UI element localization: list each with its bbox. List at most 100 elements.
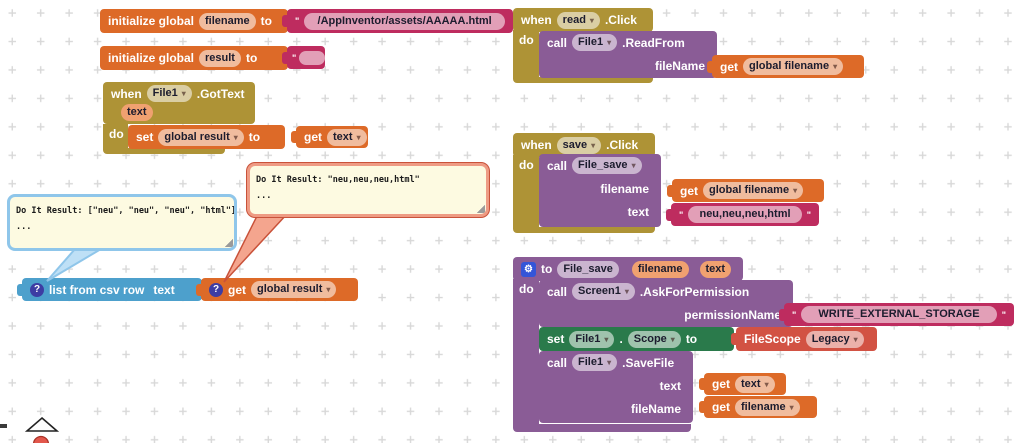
do-spine: do xyxy=(513,279,539,425)
component-dropdown[interactable]: read▾ xyxy=(556,11,600,29)
variable-dropdown[interactable]: filename▾ xyxy=(735,398,800,416)
comment-question-icon[interactable]: ? xyxy=(209,282,223,297)
component-dropdown[interactable]: File1▾ xyxy=(572,34,618,51)
do-spine: do xyxy=(513,155,539,228)
arg-label-text: text xyxy=(627,204,649,219)
do-spine: do xyxy=(513,30,539,77)
block-event-file1-gottext[interactable]: when File1▾ .GotText text xyxy=(103,82,255,124)
variable-dropdown[interactable]: text▾ xyxy=(735,375,775,393)
to-keyword: to xyxy=(685,332,698,346)
block-init-global-result[interactable]: initialize global result to xyxy=(100,46,288,70)
csv-arg-label: text xyxy=(153,282,175,297)
block-get-text[interactable]: get text▾ xyxy=(296,126,368,148)
call-keyword: call xyxy=(547,35,568,50)
block-string-neu[interactable]: " neu,neu,neu,html " xyxy=(671,203,819,226)
dropdown-arrow-icon: ▾ xyxy=(631,161,636,170)
variable-name-chip[interactable]: filename xyxy=(199,12,256,30)
block-procedure-file-save[interactable]: ⚙ to File_save filename text xyxy=(513,257,743,281)
component-dropdown[interactable]: Screen1▾ xyxy=(572,283,635,300)
string-text-field[interactable]: /AppInventor/assets/AAAAA.html xyxy=(304,12,505,30)
get-keyword: get xyxy=(712,400,730,414)
block-get-text[interactable]: get text▾ xyxy=(704,373,786,395)
block-call-file-save[interactable]: call File_save▾ filename text xyxy=(539,154,661,227)
close-quote-icon: " xyxy=(328,52,333,63)
variable-name-chip[interactable]: result xyxy=(199,49,241,67)
call-keyword: call xyxy=(547,158,568,173)
string-text-field[interactable]: neu,neu,neu,html xyxy=(688,206,802,223)
block-call-file1-savefile[interactable]: call File1▾ .SaveFile text fileName xyxy=(539,351,693,423)
call-keyword: call xyxy=(547,284,568,299)
procedure-name-chip[interactable]: File_save xyxy=(557,260,619,278)
dropdown-arrow-icon: ▾ xyxy=(793,186,798,195)
dropdown-arrow-icon: ▾ xyxy=(833,62,838,71)
open-quote-icon: " xyxy=(295,16,300,26)
dropdown-arrow-icon: ▾ xyxy=(789,402,794,412)
event-name: .Click xyxy=(606,138,639,152)
string-text-field[interactable] xyxy=(299,50,326,65)
variable-dropdown[interactable]: global result▾ xyxy=(158,128,244,146)
warning-error-indicators[interactable] xyxy=(24,416,68,443)
do-it-result-bubble-list[interactable]: Do It Result: ["neu", "neu", "neu", "htm… xyxy=(7,194,237,251)
close-quote-icon: " xyxy=(1001,309,1006,320)
block-get-global-result[interactable]: ? get global result▾ xyxy=(201,278,358,301)
when-keyword: when xyxy=(521,138,552,152)
do-it-result-bubble-string[interactable]: Do It Result: "neu,neu,neu,html" ... xyxy=(247,163,489,217)
dropdown-arrow-icon: ▾ xyxy=(181,89,186,98)
component-dropdown[interactable]: File1▾ xyxy=(572,354,618,371)
block-filescope-legacy[interactable]: FileScope Legacy▾ xyxy=(736,327,877,351)
string-text-field[interactable]: WRITE_EXTERNAL_STORAGE xyxy=(801,306,997,323)
get-keyword: get xyxy=(720,59,738,74)
block-get-global-filename[interactable]: get global filename▾ xyxy=(672,179,824,202)
block-set-file1-scope[interactable]: set File1▾ . Scope▾ to xyxy=(539,327,734,351)
block-get-filename[interactable]: get filename▾ xyxy=(704,396,817,418)
block-set-global-result[interactable]: set global result▾ to xyxy=(128,125,285,149)
bubble-line2: ... xyxy=(16,222,32,233)
procedure-bottom-bar xyxy=(513,424,691,432)
param-chip-text[interactable]: text xyxy=(699,260,732,278)
block-init-global-filename[interactable]: initialize global filename to xyxy=(100,9,288,33)
event-bottom-bar xyxy=(103,148,225,154)
event-param-chip[interactable]: text xyxy=(121,104,153,121)
list-from-csv-label: list from csv row xyxy=(49,282,145,297)
arg-label-filename: fileName xyxy=(630,401,681,416)
procedure-dropdown[interactable]: File_save▾ xyxy=(572,157,642,174)
event-bottom-bar xyxy=(513,77,653,83)
block-event-save-click[interactable]: when save▾ .Click xyxy=(513,133,655,157)
block-call-file1-readfrom[interactable]: call File1▾ .ReadFrom fileName xyxy=(539,31,717,78)
component-dropdown[interactable]: File1▾ xyxy=(146,85,192,102)
dropdown-arrow-icon: ▾ xyxy=(624,287,629,296)
dot-separator: . xyxy=(619,332,623,346)
property-dropdown[interactable]: Scope▾ xyxy=(627,330,681,348)
variable-dropdown[interactable]: global filename▾ xyxy=(743,58,844,75)
variable-dropdown[interactable]: global result▾ xyxy=(251,281,337,298)
to-keyword: to xyxy=(260,14,272,28)
block-string-empty[interactable]: " " xyxy=(287,46,333,69)
block-call-askforpermission[interactable]: call Screen1▾ .AskForPermission permissi… xyxy=(539,280,793,327)
bubble-line1: Do It Result: "neu,neu,neu,html" xyxy=(256,175,420,185)
variable-dropdown[interactable]: text▾ xyxy=(327,128,367,146)
block-event-read-click[interactable]: when read▾ .Click xyxy=(513,8,653,32)
block-string-filename-value[interactable]: " /AppInventor/assets/AAAAA.html xyxy=(287,9,513,33)
block-list-from-csv-row[interactable]: ? list from csv row text xyxy=(22,278,202,301)
bubble-resize-handle[interactable] xyxy=(476,204,485,213)
param-chip-filename[interactable]: filename xyxy=(631,260,689,278)
set-keyword: set xyxy=(547,332,565,346)
component-dropdown[interactable]: File1▾ xyxy=(569,330,615,348)
filescope-option-dropdown[interactable]: Legacy▾ xyxy=(805,330,864,348)
to-keyword: to xyxy=(248,130,261,144)
get-keyword: get xyxy=(712,377,730,391)
comment-question-icon[interactable]: ? xyxy=(30,282,44,297)
bubble-resize-handle[interactable] xyxy=(224,238,233,247)
get-keyword: get xyxy=(304,130,322,144)
variable-dropdown[interactable]: global filename▾ xyxy=(703,182,804,199)
event-header-row: when File1▾ .GotText xyxy=(111,85,247,102)
gear-icon[interactable]: ⚙ xyxy=(521,261,536,277)
warning-triangle-icon[interactable] xyxy=(24,416,60,432)
method-name: .AskForPermission xyxy=(639,284,750,299)
component-dropdown[interactable]: save▾ xyxy=(556,136,602,154)
block-get-global-filename[interactable]: get global filename▾ xyxy=(712,55,864,78)
block-string-write-external-storage[interactable]: " WRITE_EXTERNAL_STORAGE " xyxy=(784,303,1014,326)
error-circle-icon[interactable] xyxy=(32,435,50,443)
clipped-block-edge xyxy=(0,424,7,428)
